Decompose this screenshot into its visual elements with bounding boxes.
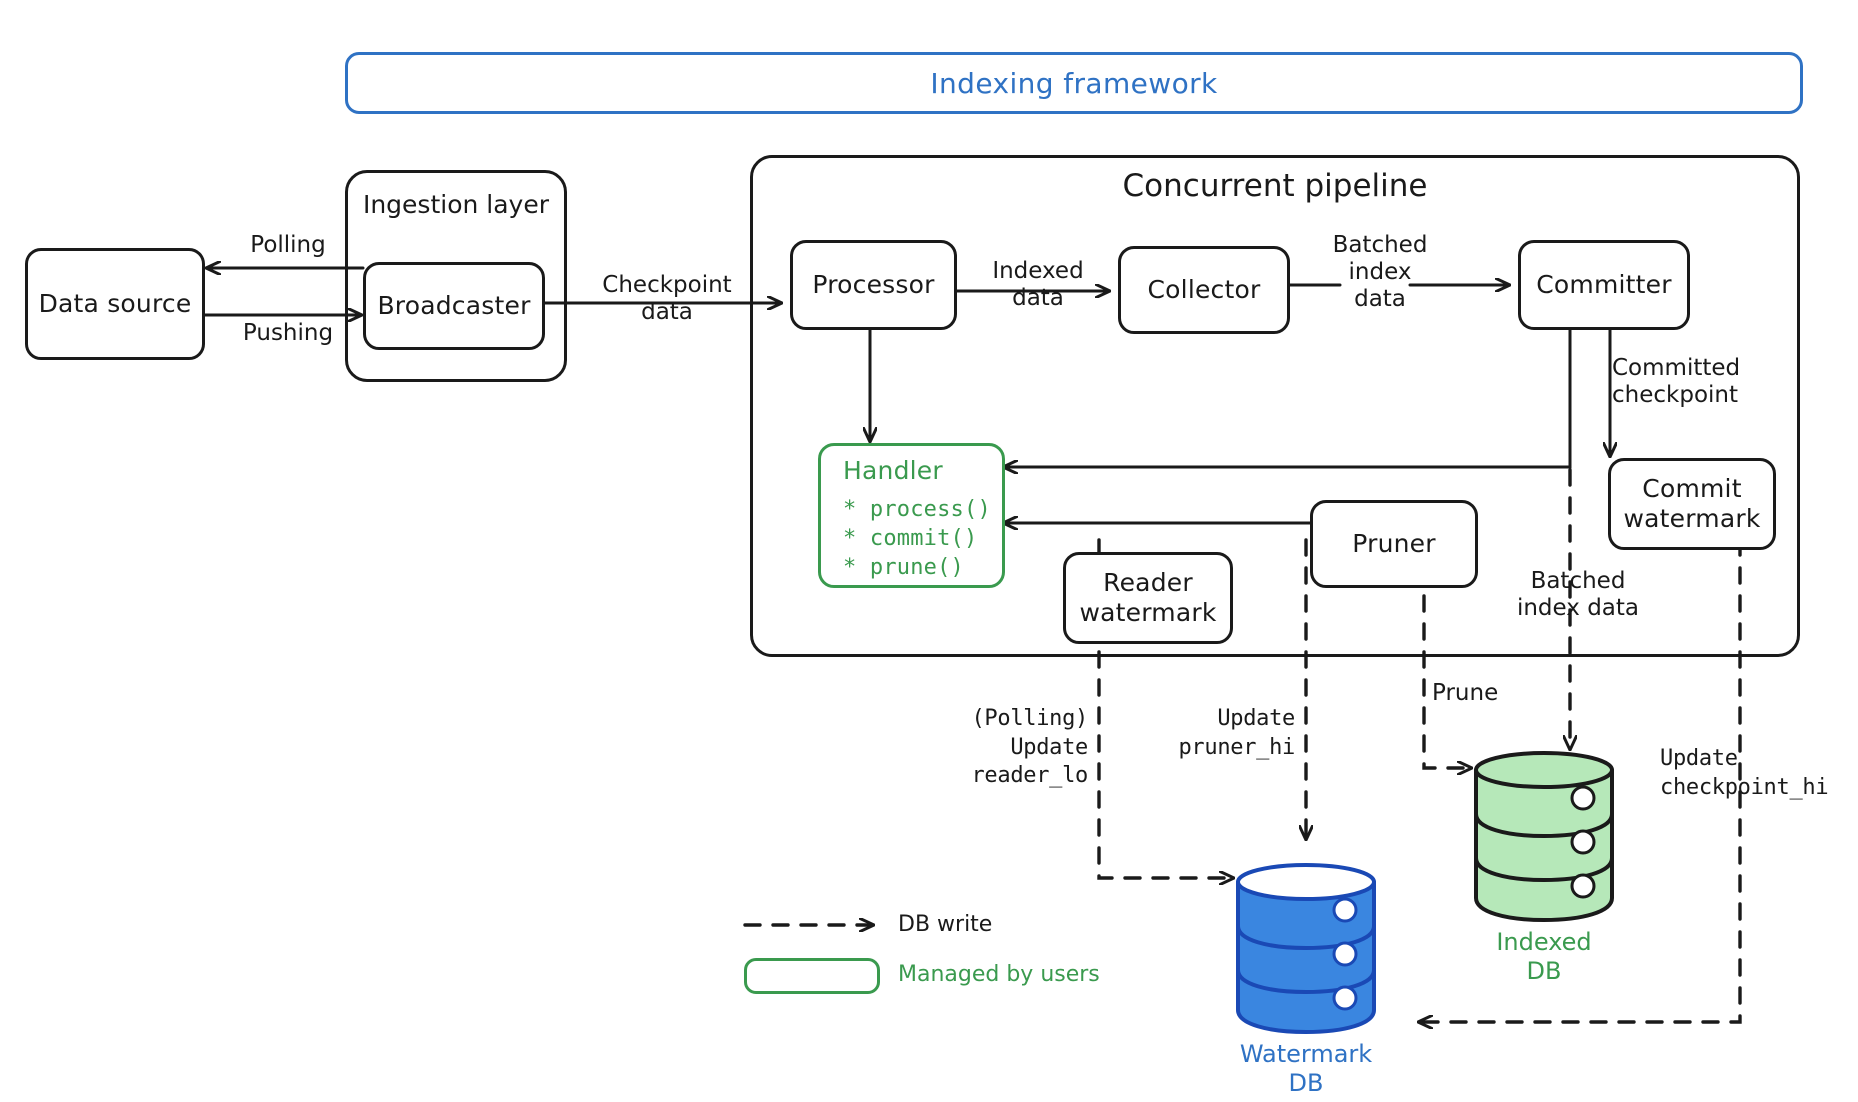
edge-update-reader-lo [1097, 538, 1232, 878]
label-update-checkpoint-hi: Update checkpoint_hi [1660, 746, 1829, 800]
node-committer[interactable]: Committer [1518, 240, 1690, 330]
node-broadcaster[interactable]: Broadcaster [363, 262, 545, 350]
node-pruner[interactable]: Pruner [1310, 500, 1478, 588]
handler-method-process: * process() [843, 496, 991, 522]
label-indexed-data: Indexed data [992, 258, 1084, 312]
label-update-reader-lo: (Polling) Update reader_lo [971, 706, 1088, 789]
node-reader-watermark[interactable]: Reader watermark [1063, 552, 1233, 644]
handler-method-commit: * commit() [843, 525, 978, 551]
label-pushing: Pushing [242, 320, 334, 346]
node-collector[interactable]: Collector [1118, 246, 1290, 334]
node-handler[interactable]: Handler * process() * commit() * prune() [818, 443, 1005, 588]
ingestion-layer-title: Ingestion layer [362, 190, 550, 219]
node-data-source-label: Data source [38, 288, 192, 318]
concurrent-pipeline-group [750, 155, 1800, 657]
label-batched-index-data-bottom: Batched index data [1516, 568, 1640, 622]
node-collector-label: Collector [1147, 274, 1261, 304]
database-indexed-db[interactable] [1470, 748, 1618, 923]
indexing-framework-banner: Indexing framework [345, 52, 1803, 114]
node-reader-watermark-label: Reader watermark [1079, 567, 1217, 628]
node-pruner-label: Pruner [1352, 528, 1436, 558]
handler-title: Handler [843, 456, 943, 485]
legend-managed-swatch [744, 958, 880, 994]
database-watermark-db-label: Watermark DB [1239, 1040, 1373, 1097]
concurrent-pipeline-title: Concurrent pipeline [1122, 168, 1428, 204]
node-data-source[interactable]: Data source [25, 248, 205, 360]
legend-managed-label: Managed by users [898, 962, 1100, 987]
label-polling: Polling [250, 232, 326, 258]
database-watermark-db[interactable] [1232, 860, 1380, 1035]
edge-update-checkpoint-hi [1420, 538, 1742, 1022]
label-committed-checkpoint: Committed checkpoint [1612, 355, 1741, 409]
node-broadcaster-label: Broadcaster [377, 290, 531, 320]
label-prune: Prune [1432, 680, 1499, 706]
label-batched-index-data-top: Batched index data [1332, 232, 1428, 313]
node-committer-label: Committer [1536, 269, 1672, 299]
ingestion-layer-group [345, 170, 567, 382]
node-processor-label: Processor [812, 269, 935, 299]
edge-prune [1422, 538, 1470, 768]
label-update-pruner-hi: Update pruner_hi [1178, 706, 1295, 760]
edge-committer-handler [1005, 328, 1572, 467]
banner-title: Indexing framework [930, 66, 1218, 100]
handler-method-prune: * prune() [843, 554, 965, 580]
node-processor[interactable]: Processor [790, 240, 957, 330]
node-commit-watermark-label: Commit watermark [1623, 473, 1761, 534]
database-indexed-db-label: Indexed DB [1496, 928, 1592, 985]
legend-db-write-label: DB write [898, 912, 993, 937]
node-commit-watermark[interactable]: Commit watermark [1608, 458, 1776, 550]
label-checkpoint-data: Checkpoint data [602, 272, 732, 326]
